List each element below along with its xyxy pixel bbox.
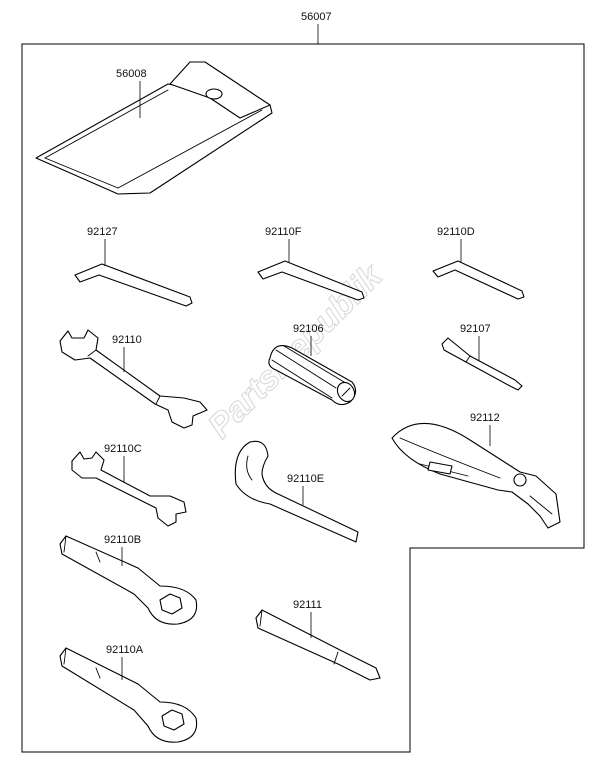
hook-wrench-92110E-drawing [234, 440, 359, 543]
box-wrench-92110A-drawing [59, 647, 198, 743]
open-wrench-92110C-drawing [71, 451, 187, 527]
pliers-drawing [391, 422, 561, 529]
kit-frame [21, 43, 585, 753]
label-92107: 92107 [460, 323, 491, 335]
label-92111: 92111 [293, 599, 322, 611]
tool-bag-drawing [35, 61, 273, 195]
hex-wrench-92110F-drawing [257, 260, 365, 301]
extension-bar-drawing [255, 609, 381, 681]
hex-wrench-92110D-drawing [432, 260, 525, 300]
label-56008: 56008 [116, 68, 147, 80]
label-92110B: 92110B [104, 534, 141, 546]
hex-wrench-92127-drawing [74, 263, 193, 307]
label-56007: 56007 [301, 11, 332, 23]
label-92110D: 92110D [437, 226, 475, 238]
screwdriver-handle-drawing [268, 345, 357, 406]
label-92112: 92112 [470, 412, 500, 424]
label-92110: 92110 [112, 334, 142, 346]
label-92110F: 92110F [265, 226, 302, 238]
box-wrench-92110B-drawing [59, 535, 198, 625]
label-92110A: 92110A [106, 644, 144, 656]
label-92106: 92106 [293, 323, 324, 335]
screwdriver-bit-drawing [441, 337, 523, 391]
open-wrench-92110-drawing [59, 329, 208, 429]
label-92127: 92127 [87, 226, 118, 238]
label-92110E: 92110E [287, 473, 324, 485]
label-92110C: 92110C [104, 443, 142, 455]
